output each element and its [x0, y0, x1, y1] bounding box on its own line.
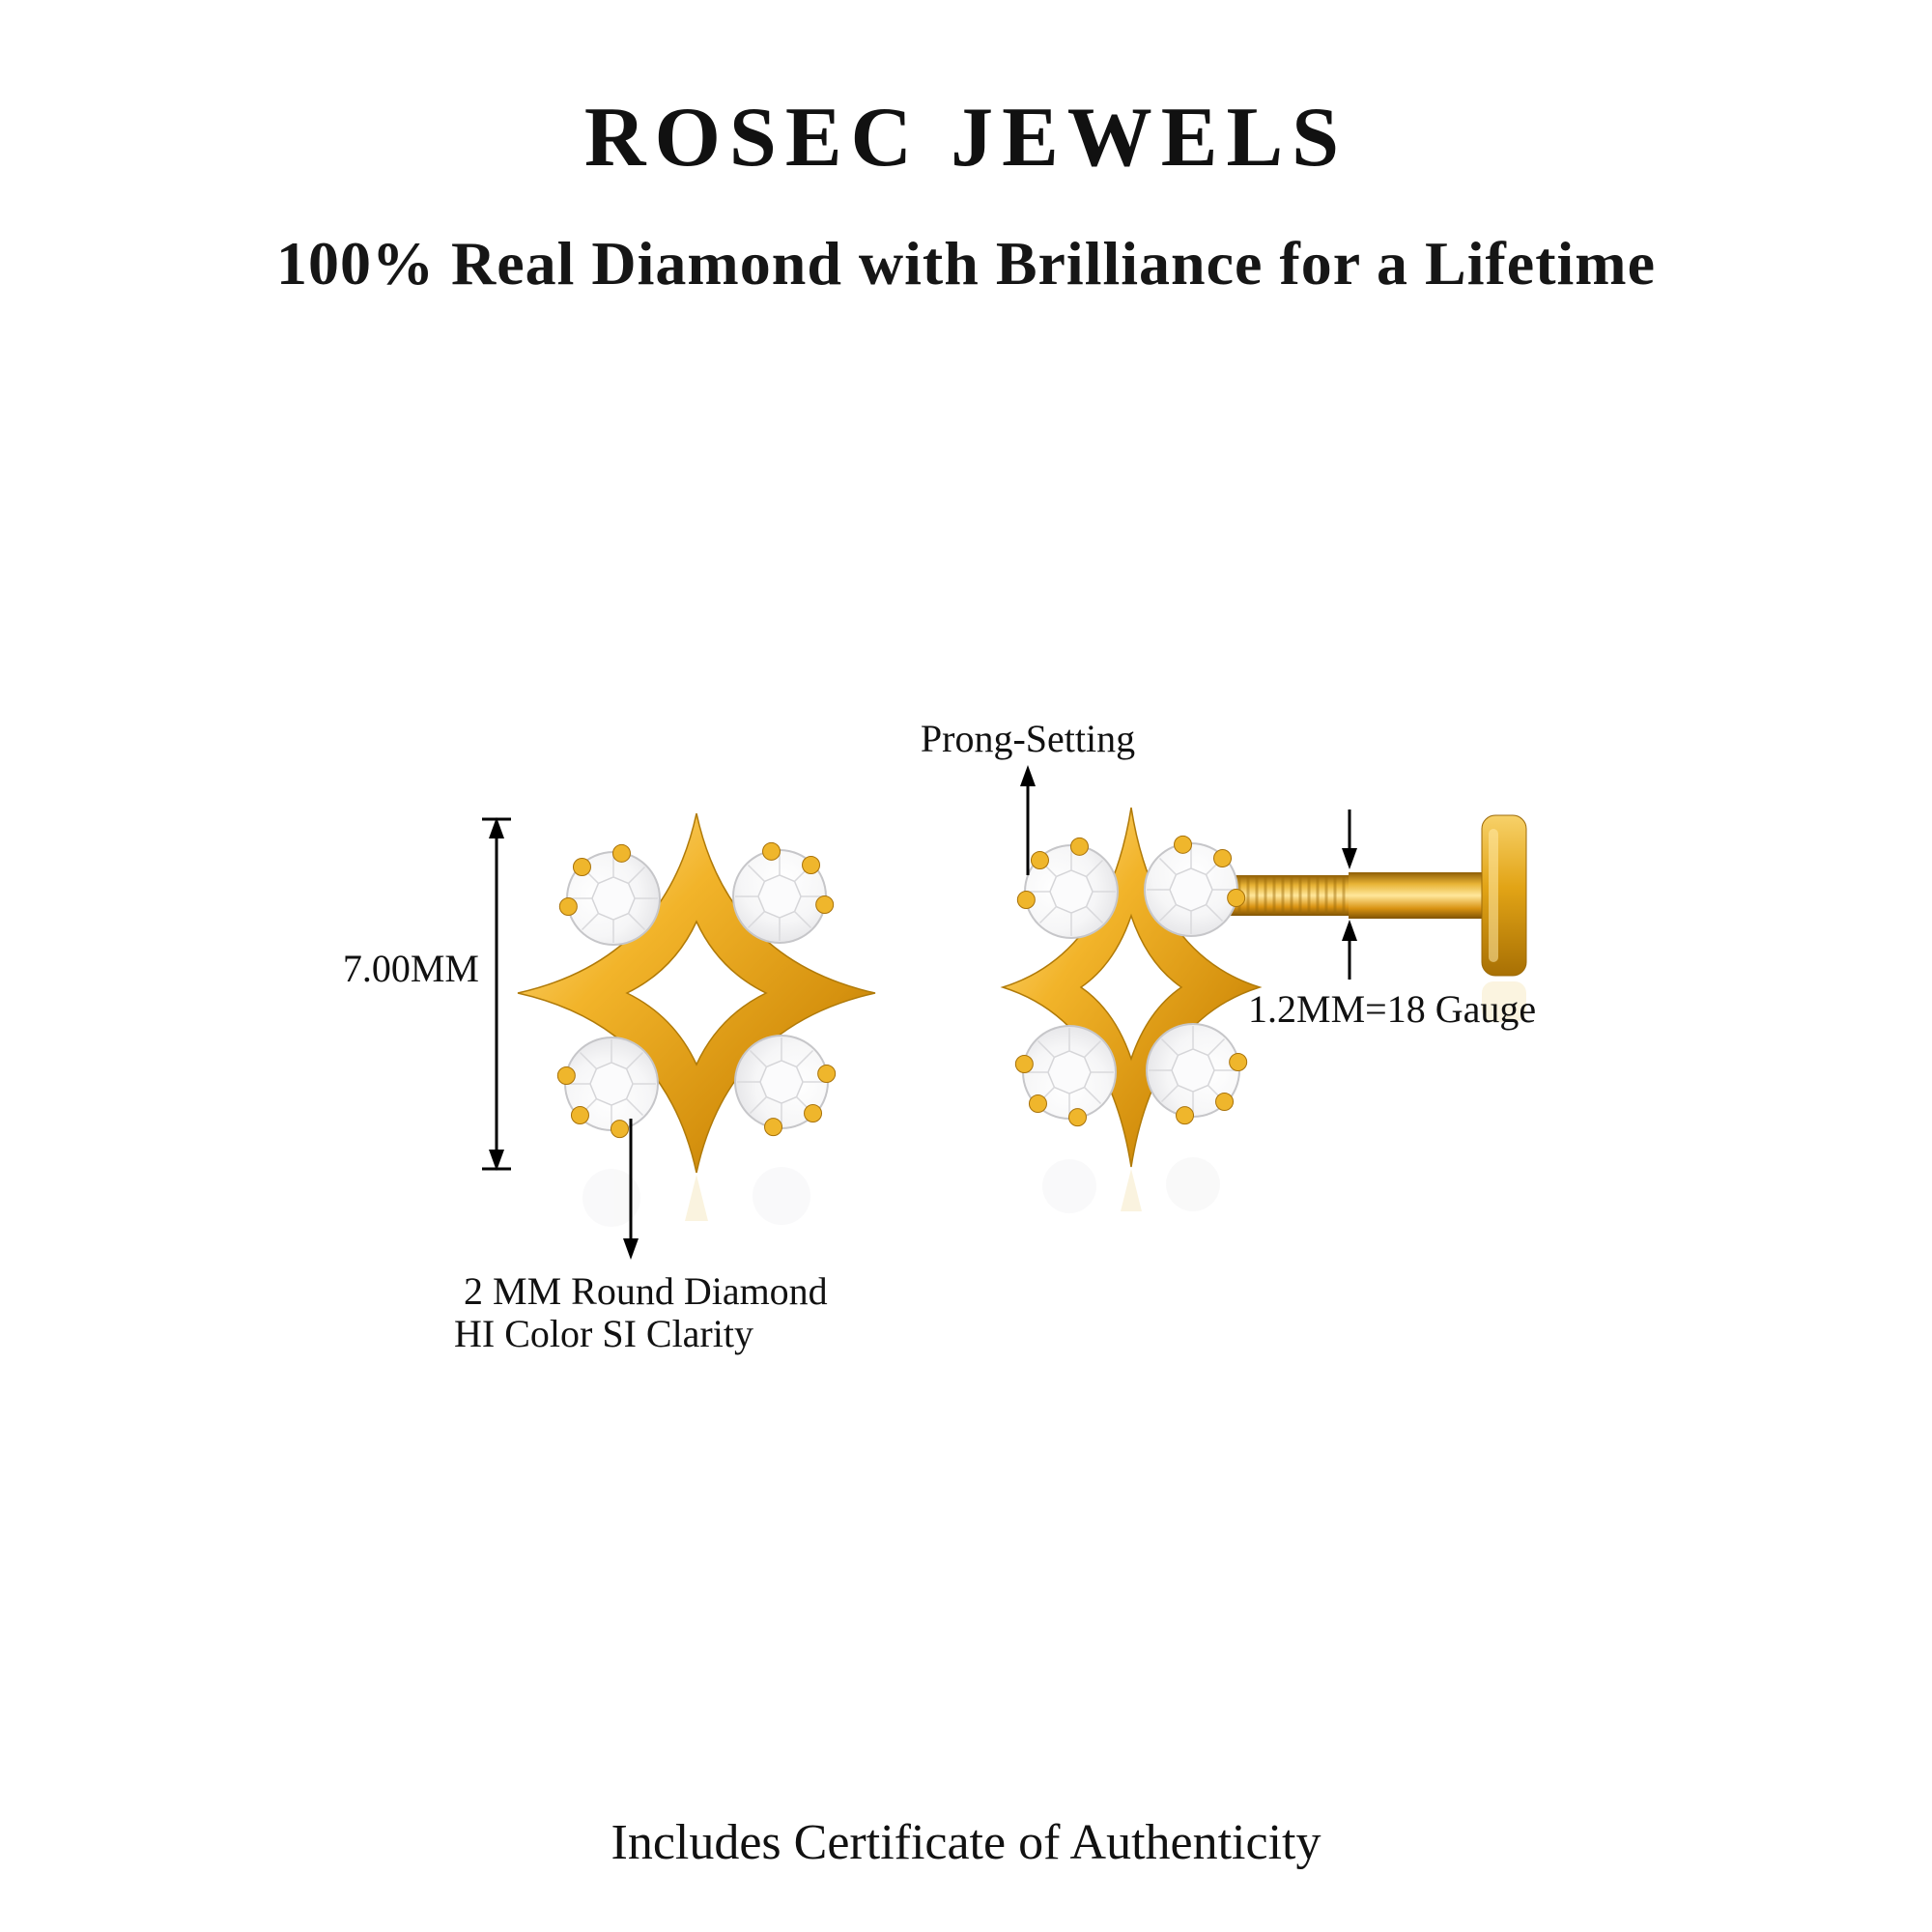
- diamond-spec-callout: 2 MM Round Diamond HI Color SI Clarity: [454, 1119, 828, 1355]
- height-label: 7.00MM: [343, 947, 479, 990]
- diamond-spec-line2: HI Color SI Clarity: [454, 1312, 753, 1355]
- tagline: 100% Real Diamond with Brilliance for a …: [276, 229, 1656, 298]
- prong-setting-label: Prong-Setting: [921, 717, 1135, 760]
- reflections: [582, 981, 1526, 1227]
- brand-title: ROSEC JEWELS: [583, 91, 1349, 185]
- gold-star-frame-front: [517, 812, 876, 1174]
- flat-back-disc: [1481, 814, 1527, 977]
- certificate-note: Includes Certificate of Authenticity: [611, 1815, 1321, 1870]
- gauge-label: 1.2MM=18 Gauge: [1248, 987, 1536, 1031]
- post-shaft: [1349, 872, 1486, 919]
- earring-side-view: [998, 807, 1527, 1168]
- diamond-spec-line1: 2 MM Round Diamond: [464, 1269, 828, 1313]
- earring-front-view: [517, 812, 876, 1174]
- gold-star-frame-side: [1000, 807, 1263, 1168]
- prong-setting-callout: Prong-Setting: [921, 717, 1135, 875]
- gauge-dimension-arrows: 1.2MM=18 Gauge: [1248, 810, 1536, 1031]
- height-dimension-line: 7.00MM: [343, 817, 511, 1171]
